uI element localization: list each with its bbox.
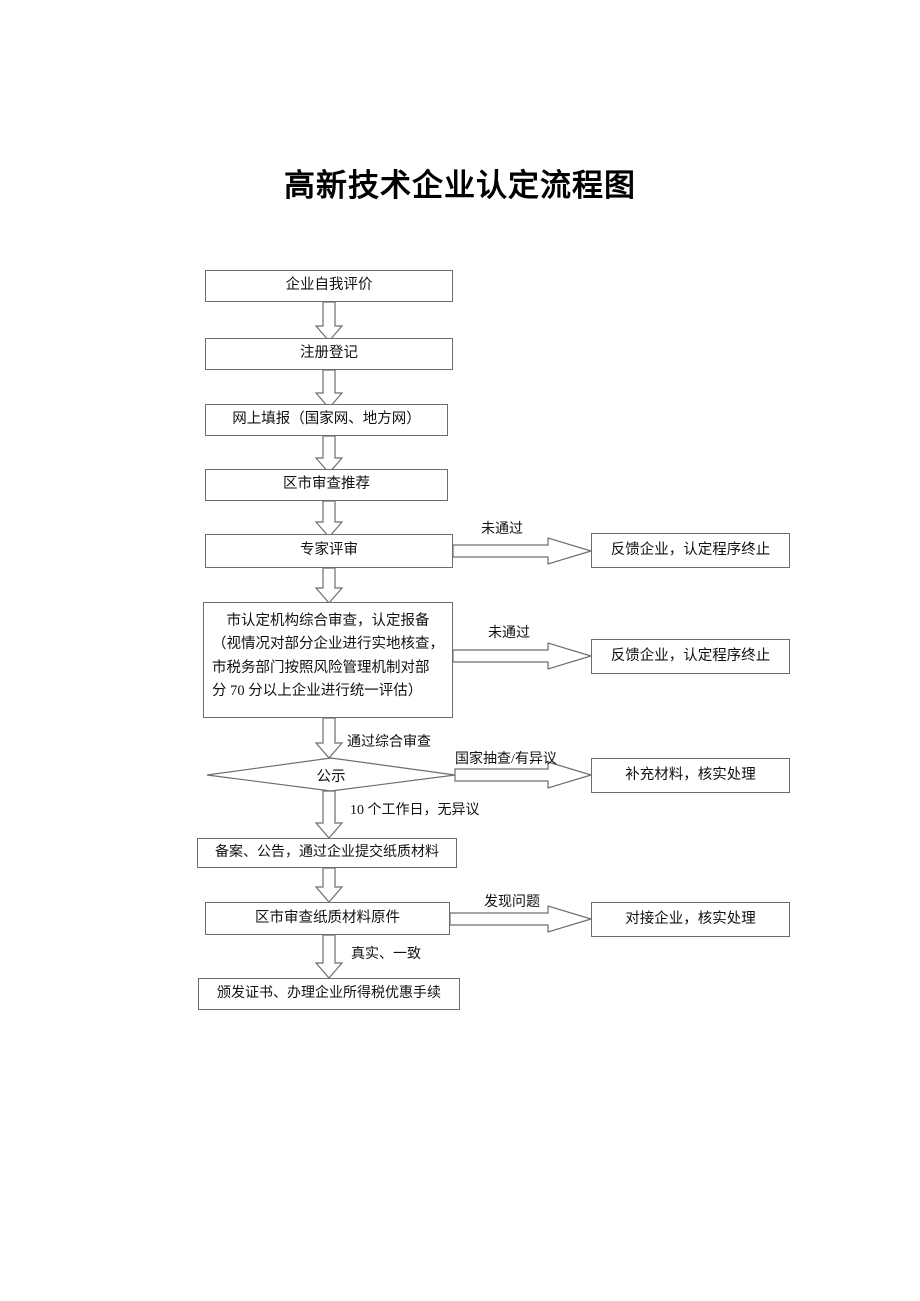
arrow-expert-to-feedback <box>452 537 594 565</box>
edge-label-no-objection: 10 个工作日，无异议 <box>350 803 480 818</box>
arrow-register-to-online <box>314 369 344 409</box>
node-label: 区市审查推荐 <box>283 476 370 493</box>
node-issue-cert[interactable]: 颁发证书、办理企业所得税优惠手续 <box>198 978 460 1010</box>
node-label: 对接企业，核实处理 <box>625 910 756 927</box>
arrow-publicity-to-record <box>314 790 344 839</box>
edge-label-true-consistent: 真实、一致 <box>351 947 421 962</box>
node-paper-check[interactable]: 区市审查纸质材料原件 <box>205 902 450 935</box>
node-label-line-3: 市税务部门按照风险管理机制对部 <box>212 659 430 676</box>
node-label: 网上填报（国家网、地方网） <box>232 411 421 428</box>
node-label: 反馈企业，认定程序终止 <box>610 647 771 664</box>
node-label: 反馈企业，认定程序终止 <box>610 541 771 558</box>
edge-label-city-fail: 未通过 <box>488 626 530 641</box>
arrow-publicity-to-supplement <box>454 761 594 789</box>
arrow-city-to-publicity <box>314 717 344 759</box>
node-register[interactable]: 注册登记 <box>205 338 453 370</box>
edge-label-expert-fail: 未通过 <box>481 522 523 537</box>
node-contact-company[interactable]: 对接企业，核实处理 <box>591 902 790 937</box>
node-label: 颁发证书、办理企业所得税优惠手续 <box>217 985 441 1001</box>
arrow-self-eval-to-register <box>314 301 344 342</box>
arrow-record-to-paper <box>314 867 344 903</box>
node-city-review[interactable]: 市认定机构综合审查，认定报备 （视情况对部分企业进行实地核查， 市税务部门按照风… <box>203 602 453 718</box>
edge-label-passed-review: 通过综合审查 <box>347 735 431 750</box>
arrow-paper-to-contact <box>449 905 594 933</box>
arrow-city-to-feedback <box>452 642 594 670</box>
node-feedback-2[interactable]: 反馈企业，认定程序终止 <box>591 639 790 674</box>
arrow-expert-to-city <box>314 567 344 604</box>
edge-label-problem-found: 发现问题 <box>484 895 540 910</box>
node-label: 注册登记 <box>300 345 358 362</box>
node-label: 区市审查纸质材料原件 <box>255 909 400 926</box>
node-online-submit[interactable]: 网上填报（国家网、地方网） <box>205 404 448 436</box>
node-expert-review[interactable]: 专家评审 <box>205 534 453 568</box>
arrow-online-to-district <box>314 435 344 474</box>
node-publicity[interactable]: 公示 <box>291 760 371 790</box>
node-record-announce[interactable]: 备案、公告，通过企业提交纸质材料 <box>197 838 457 868</box>
node-label-line-4: 分 70 分以上企业进行统一评估） <box>212 683 423 700</box>
node-label: 公示 <box>316 768 346 785</box>
node-label: 专家评审 <box>300 542 358 559</box>
edge-label-national-spotcheck: 国家抽查/有异议 <box>455 752 557 767</box>
node-self-eval[interactable]: 企业自我评价 <box>205 270 453 302</box>
page-title: 高新技术企业认定流程图 <box>284 168 636 204</box>
node-label: 企业自我评价 <box>285 277 373 294</box>
arrow-paper-to-issue <box>314 934 344 979</box>
node-label-line-2: （视情况对部分企业进行实地核查， <box>212 636 444 653</box>
node-supplement[interactable]: 补充材料，核实处理 <box>591 758 790 793</box>
node-label: 补充材料，核实处理 <box>625 766 756 783</box>
node-feedback-1[interactable]: 反馈企业，认定程序终止 <box>591 533 790 568</box>
node-district-review[interactable]: 区市审查推荐 <box>205 469 448 501</box>
node-label-line-1: 市认定机构综合审查，认定报备 <box>226 613 430 629</box>
publicity-diamond-shape <box>206 757 456 792</box>
node-label: 备案、公告，通过企业提交纸质材料 <box>215 844 439 860</box>
arrow-district-to-expert <box>314 500 344 538</box>
